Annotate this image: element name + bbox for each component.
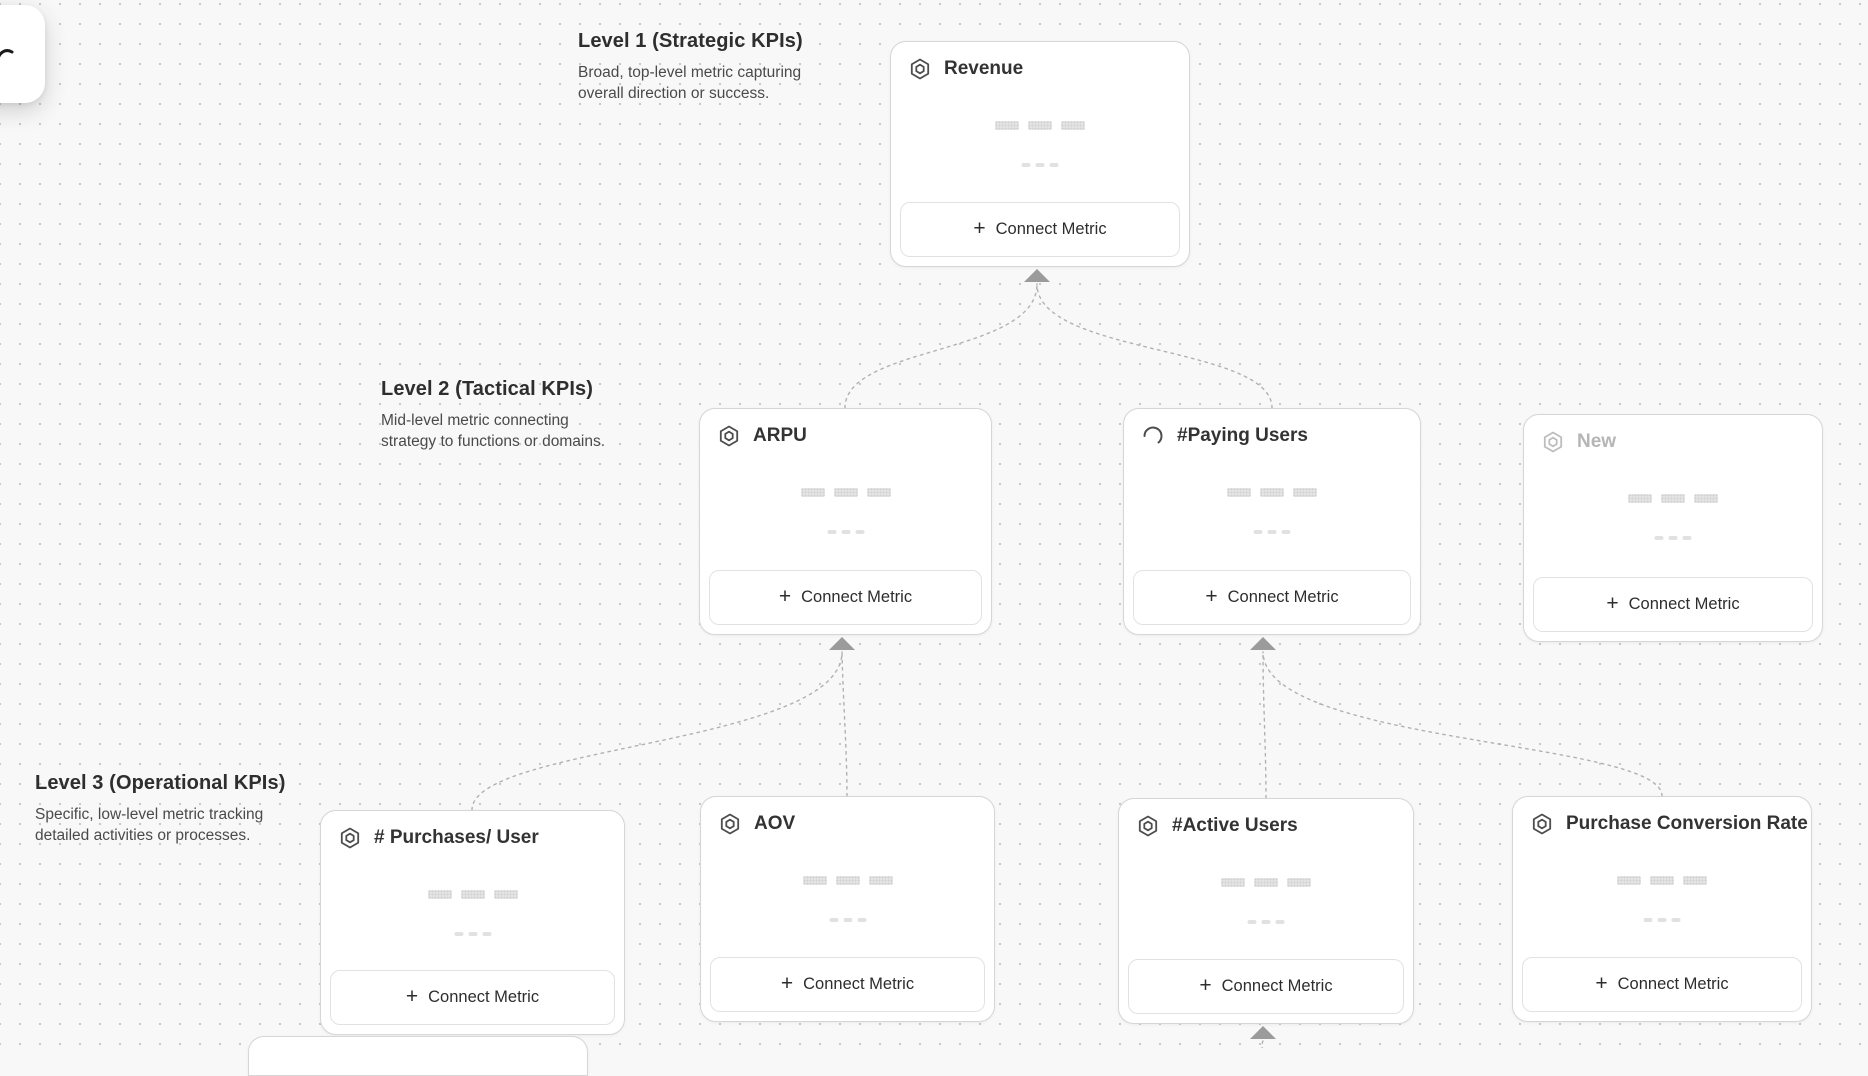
spinner-icon [1143,426,1163,444]
cursor-icon [0,49,14,58]
connect-metric-label: Connect Metric [801,588,913,606]
connect-metric-label: Connect Metric [1628,595,1740,613]
connector-pcr-to-paying [1262,651,1663,797]
hexagon-metric-icon [1138,815,1158,837]
card-title: ARPU [753,425,807,446]
toolbar-panel[interactable] [0,5,45,103]
hexagon-metric-icon [719,425,739,447]
card-header: #Active Users [1119,799,1413,838]
connect-metric-label: Connect Metric [803,975,915,993]
card-title: New [1577,431,1617,452]
metric-card-active-users[interactable]: #Active Users + Connect Metric [1118,798,1414,1024]
level-2-description: Mid-level metric connecting strategy to … [381,412,606,451]
connector-purchases-to-arpu [471,651,843,811]
plus-icon: + [973,217,986,240]
connect-metric-button[interactable]: + Connect Metric [330,970,615,1025]
connect-metric-label: Connect Metric [1221,977,1333,995]
card-title: Purchase Conversion Rate [1566,813,1808,834]
plus-icon: + [1205,585,1218,608]
card-header: Purchase Conversion Rate [1513,797,1811,836]
card-header: #Paying Users [1124,409,1420,448]
level-1-label: Level 1 (Strategic KPIs) Broad, top-leve… [578,30,803,105]
level-3-title: Level 3 (Operational KPIs) [35,772,286,794]
arrowhead-into-active [1250,1026,1276,1039]
metric-card-partial-bottom[interactable] [248,1036,588,1076]
metric-card-purchases-per-user[interactable]: # Purchases/ User + Connect Metric [320,810,625,1035]
connector-arpu-to-revenue [844,283,1038,409]
card-title: # Purchases/ User [374,827,539,848]
metric-card-aov[interactable]: AOV + Connect Metric [700,796,995,1022]
connector-active-to-paying [1262,651,1267,799]
card-header: Revenue [891,42,1189,81]
card-title: AOV [754,813,796,834]
plus-icon: + [1595,972,1608,995]
card-header: AOV [701,797,994,836]
connect-metric-label: Connect Metric [428,988,540,1006]
level-1-description: Broad, top-level metric capturing overal… [578,64,802,103]
level-3-description: Specific, low-level metric tracking deta… [35,806,264,845]
connect-metric-button[interactable]: + Connect Metric [1128,959,1404,1014]
connect-metric-button[interactable]: + Connect Metric [1533,577,1813,632]
connector-paying-to-revenue [1036,283,1273,409]
hexagon-metric-icon [720,813,740,835]
card-title: #Active Users [1172,815,1298,836]
connect-metric-label: Connect Metric [1617,975,1729,993]
card-title: #Paying Users [1177,425,1308,446]
metric-card-paying-users[interactable]: #Paying Users + Connect Metric [1123,408,1421,635]
level-1-title: Level 1 (Strategic KPIs) [578,30,803,52]
arrowhead-into-arpu [829,637,855,650]
card-title: Revenue [944,58,1024,79]
metric-card-new[interactable]: New + Connect Metric [1523,414,1823,642]
connect-metric-button[interactable]: + Connect Metric [1133,570,1411,625]
arrowhead-into-revenue [1024,269,1050,282]
hexagon-metric-icon [1543,431,1563,453]
plus-icon: + [1606,592,1619,615]
plus-icon: + [780,972,794,995]
connect-metric-button[interactable]: + Connect Metric [710,957,985,1012]
hexagon-metric-icon [340,827,360,849]
connect-metric-button[interactable]: + Connect Metric [900,202,1180,257]
connect-metric-label: Connect Metric [1227,588,1339,606]
card-header: ARPU [700,409,991,448]
level-2-label: Level 2 (Tactical KPIs) Mid-level metric… [381,378,605,453]
metric-card-purchase-conversion-rate[interactable]: Purchase Conversion Rate + Connect Metri… [1512,796,1812,1022]
hexagon-metric-icon [1532,813,1552,835]
plus-icon: + [1199,974,1212,997]
connector-stub-below-active [1261,1040,1264,1048]
connect-metric-label: Connect Metric [995,220,1107,238]
level-3-label: Level 3 (Operational KPIs) Specific, low… [35,772,285,847]
arrowhead-into-paying [1250,637,1276,650]
connect-metric-button[interactable]: + Connect Metric [709,570,982,625]
plus-icon: + [405,985,419,1008]
level-2-title: Level 2 (Tactical KPIs) [381,378,594,400]
card-header: # Purchases/ User [321,811,624,850]
metric-card-revenue[interactable]: Revenue + Connect Metric [890,41,1190,267]
connector-aov-to-arpu [841,651,848,797]
connect-metric-button[interactable]: + Connect Metric [1522,957,1802,1012]
hexagon-metric-icon [910,58,930,80]
metric-card-arpu[interactable]: ARPU + Connect Metric [699,408,992,635]
plus-icon: + [778,585,792,608]
card-header: New [1524,415,1822,454]
